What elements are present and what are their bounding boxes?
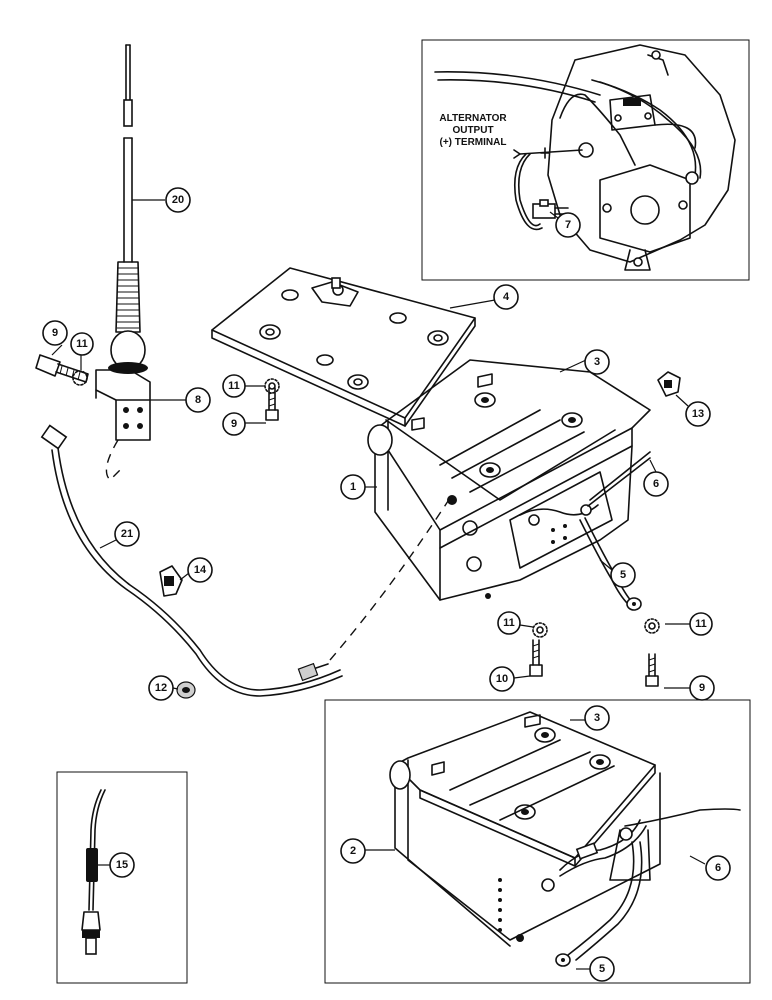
callout-2: 2: [340, 838, 366, 864]
callout-3-inset: 3: [584, 705, 610, 731]
callout-11-lower-right-label: 11: [695, 618, 707, 630]
callout-6-inset: 6: [705, 855, 731, 881]
antenna-mount-bracket: [95, 369, 151, 441]
callout-15-label: 15: [116, 859, 128, 871]
callout-1-label: 1: [350, 481, 356, 493]
callout-21-label: 21: [121, 528, 133, 540]
callout-11-center-label: 11: [228, 380, 240, 392]
radio-unit-inset: [389, 711, 741, 967]
callout-8-label: 8: [195, 394, 201, 406]
antenna-connection-path: [105, 439, 121, 481]
callout-5-main: 5: [610, 562, 636, 588]
callout-9-center-label: 9: [231, 418, 237, 430]
grommet: [176, 681, 196, 699]
callout-5-inset: 5: [589, 956, 615, 982]
bottom-fasteners: [529, 618, 660, 687]
cable-connection-path: [329, 497, 451, 661]
callout-4: 4: [493, 284, 519, 310]
callout-3-inset-label: 3: [594, 712, 600, 724]
antenna-lead-assembly: [81, 789, 106, 955]
callout-8: 8: [185, 387, 211, 413]
callout-1: 1: [340, 474, 366, 500]
callout-3-main-label: 3: [594, 356, 600, 368]
callout-10-label: 10: [496, 673, 508, 685]
callout-9-lower-label: 9: [699, 682, 705, 694]
callout-11-lower-left-label: 11: [503, 617, 515, 629]
callout-9-lower: 9: [689, 675, 715, 701]
alternator-drawing: [434, 44, 736, 271]
inset-frame-alternator: [421, 39, 750, 281]
callout-14: 14: [187, 557, 213, 583]
callout-14-label: 14: [194, 564, 207, 576]
callout-11-antenna: 11: [70, 332, 94, 356]
callout-9-center: 9: [222, 412, 246, 436]
callout-20-label: 20: [172, 194, 184, 206]
alternator-label-line-1: ALTERNATOR: [439, 113, 507, 124]
callout-2-label: 2: [350, 845, 356, 857]
callout-11-center: 11: [222, 374, 246, 398]
callout-5-main-label: 5: [620, 569, 626, 581]
callout-3-main: 3: [584, 349, 610, 375]
callout-4-label: 4: [503, 291, 510, 303]
washer-and-bolt-center: [264, 378, 280, 421]
inset-frame-antenna-lead: [56, 771, 188, 984]
callout-6-main: 6: [643, 471, 669, 497]
callout-13-label: 13: [692, 408, 704, 420]
callout-13: 13: [685, 401, 711, 427]
callout-10: 10: [489, 666, 515, 692]
antenna-cable: [40, 424, 343, 697]
callout-9-antenna: 9: [42, 320, 68, 346]
leader-lines: [51, 199, 706, 970]
cable-clamp: [159, 565, 183, 597]
callout-7-label: 7: [565, 219, 571, 231]
alternator-label-line-3: (+) TERMINAL: [440, 137, 507, 148]
antenna-mast: [108, 44, 148, 374]
callout-6-inset-label: 6: [715, 862, 721, 874]
wire-clip: [657, 371, 681, 397]
callout-5-inset-label: 5: [599, 963, 605, 975]
callout-12-label: 12: [155, 682, 167, 694]
inset-frame-radio-alt: [324, 699, 751, 984]
radio-unit-main: [367, 359, 651, 611]
callout-11-antenna-label: 11: [76, 338, 88, 350]
callout-20: 20: [165, 187, 191, 213]
bolt-and-washer-upper-left: [35, 354, 89, 386]
callout-9-antenna-label: 9: [52, 327, 58, 339]
alternator-label-line-2: OUTPUT: [452, 125, 493, 136]
callout-21: 21: [114, 521, 140, 547]
callout-7: 7: [555, 212, 581, 238]
callout-11-lower-right: 11: [689, 612, 713, 636]
callout-12: 12: [148, 675, 174, 701]
callout-15: 15: [109, 852, 135, 878]
callout-6-main-label: 6: [653, 478, 659, 490]
mounting-plate: [211, 267, 476, 427]
callout-11-lower-left: 11: [497, 611, 521, 635]
